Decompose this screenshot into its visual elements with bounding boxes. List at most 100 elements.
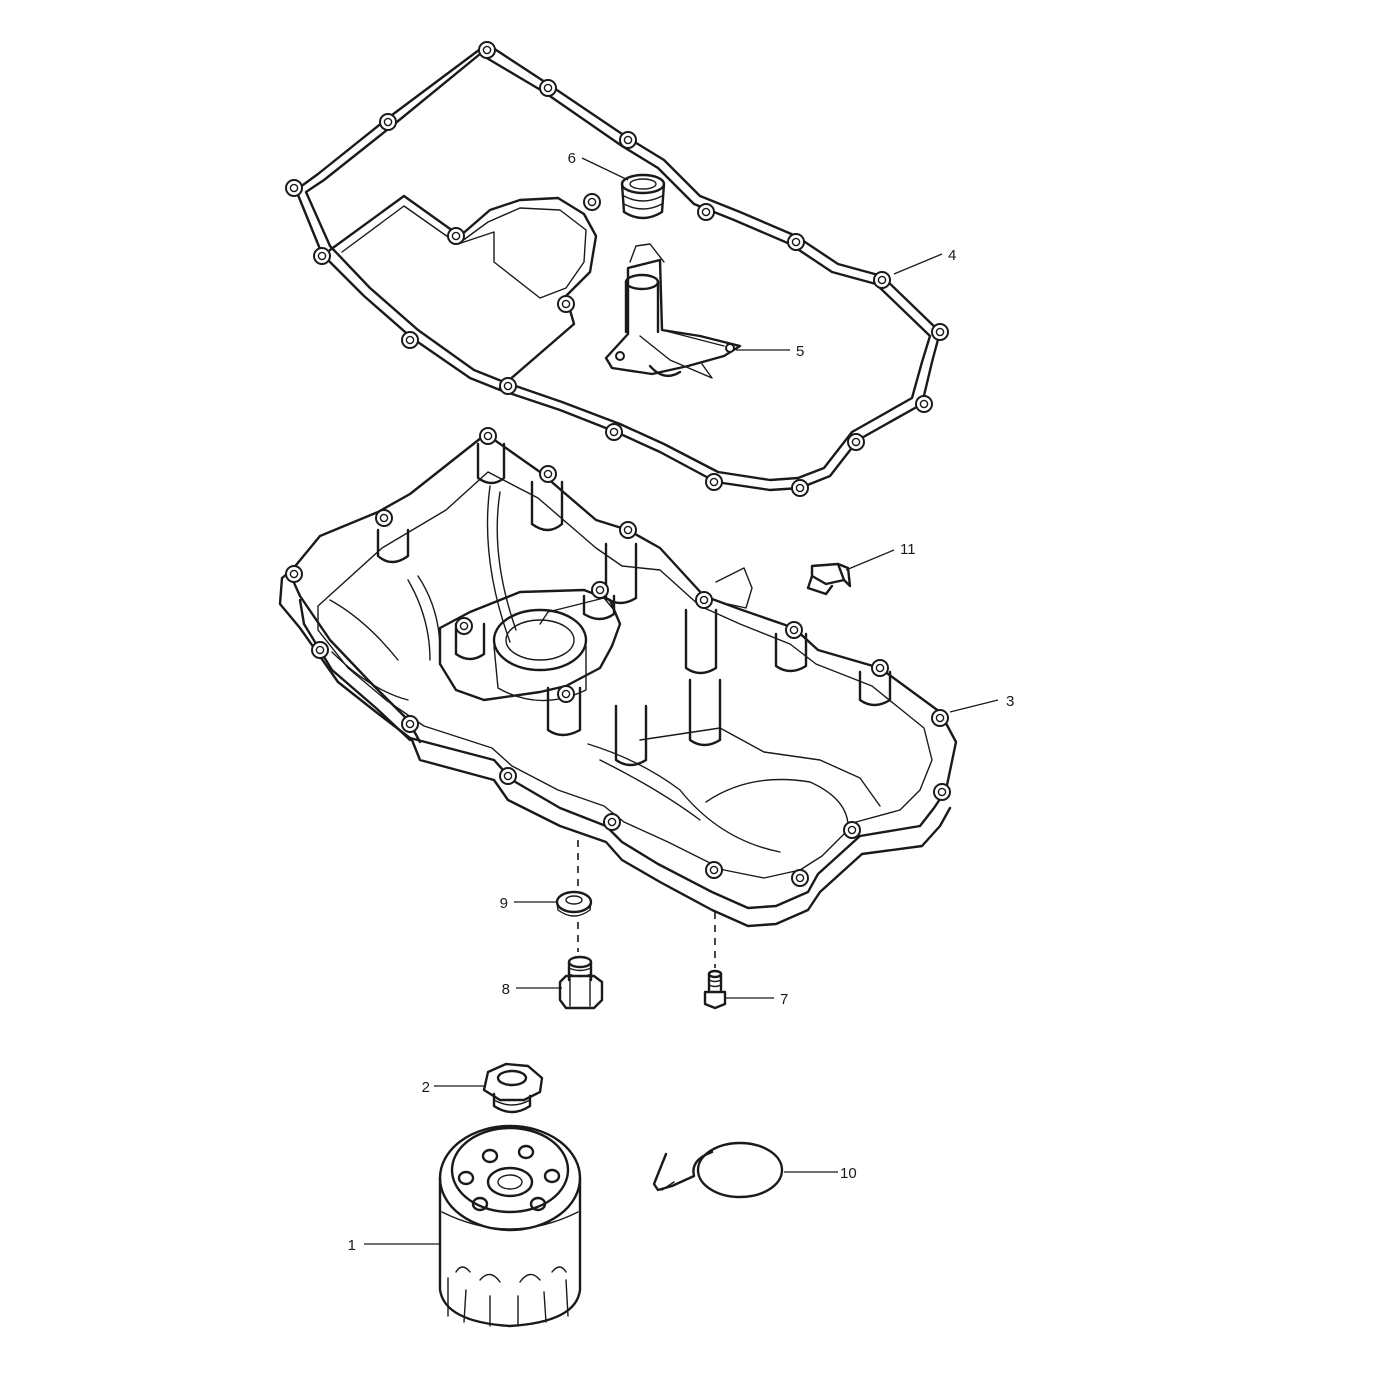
oil-pan-bolt-hole-inner <box>405 719 415 729</box>
callout-9: 9 <box>500 895 508 912</box>
oil-pan-bolt-hole <box>843 821 861 839</box>
gasket-bolt-hole <box>379 113 397 131</box>
oil-pan-bolt-hole-inner <box>937 787 947 797</box>
callout-8: 8 <box>502 981 510 998</box>
drain-plug-washer <box>555 890 593 917</box>
oil-pan-bolt-hole <box>603 813 621 831</box>
oil-pipe-collar <box>620 173 666 220</box>
gasket-bolt-hole-inner <box>919 399 929 409</box>
oil-pan-bolt-hole <box>499 767 517 785</box>
callout-5: 5 <box>796 343 804 360</box>
gasket-bolt-hole <box>619 131 637 149</box>
oil-pan-bolt-hole <box>591 581 609 599</box>
oil-pan-bolt-hole-inner <box>595 585 605 595</box>
oil-pan-bolt-hole <box>311 641 329 659</box>
oil-pan-bolt-hole <box>619 521 637 539</box>
callout-2: 2 <box>422 1079 430 1096</box>
oil-filter-union-bolt <box>482 1062 544 1114</box>
oil-pan-bolt-hole-inner <box>789 625 799 635</box>
callout-labels: 1 2 3 4 5 6 7 8 9 10 11 <box>348 150 1015 1254</box>
oil-pan-bolt-hole-inner <box>795 873 805 883</box>
oil-pan-bolt-holes <box>285 427 951 887</box>
oil-pan-bolt-hole <box>705 861 723 879</box>
wire-clip <box>652 1141 784 1199</box>
gasket-bolt-hole <box>787 233 805 251</box>
oil-pan-bolt-hole-inner <box>699 595 709 605</box>
gasket-bolt-hole <box>705 473 723 491</box>
oil-pan-bosses <box>376 442 892 767</box>
gasket-bolt-holes <box>285 41 949 497</box>
gasket-bolt-hole-inner <box>482 45 492 55</box>
oil-pan-bolt-hole <box>931 709 949 727</box>
callout-6: 6 <box>568 150 576 167</box>
oil-pan-bolt-hole-inner <box>459 621 469 631</box>
oil-pan-bolt-hole-inner <box>483 431 493 441</box>
callout-3: 3 <box>1006 693 1014 710</box>
oil-pan-bolt-hole-inner <box>543 469 553 479</box>
alignment-lines <box>577 840 716 968</box>
oil-pan-bolt-hole <box>375 509 393 527</box>
callout-4: 4 <box>948 247 956 264</box>
gasket-bolt-hole <box>915 395 933 413</box>
oil-pan-bolt-hole-inner <box>315 645 325 655</box>
oil-pan-bolt-hole <box>785 621 803 639</box>
gasket-bolt-hole-inner <box>405 335 415 345</box>
gasket-bolt-hole <box>401 331 419 349</box>
gasket-bolt-hole <box>285 179 303 197</box>
gasket-bolt-hole <box>605 423 623 441</box>
gasket-bolt-hole-inner <box>877 275 887 285</box>
gasket-bolt-hole-inner <box>503 381 513 391</box>
oil-pan-bolt-hole-inner <box>623 525 633 535</box>
gasket-bolt-hole <box>313 247 331 265</box>
gasket-bolt-hole-inner <box>709 477 719 487</box>
oil-pan-bolt-hole <box>557 685 575 703</box>
gasket-bolt-hole <box>499 377 517 395</box>
gasket-bolt-hole-inner <box>609 427 619 437</box>
gasket-bolt-hole <box>697 203 715 221</box>
gasket-bolt-hole-inner <box>561 299 571 309</box>
oil-pan-bolt-hole <box>479 427 497 445</box>
oil-pan-gasket <box>285 41 949 497</box>
gasket-bolt-hole-inner <box>701 207 711 217</box>
oil-pan-bolt-hole <box>285 565 303 583</box>
gasket-bolt-hole-inner <box>935 327 945 337</box>
gasket-bolt-hole-inner <box>289 183 299 193</box>
gasket-bolt-hole-inner <box>587 197 597 207</box>
oil-pan <box>278 427 958 928</box>
gasket-bolt-hole-inner <box>317 251 327 261</box>
leader-lines <box>364 157 999 1245</box>
oil-strainer <box>604 243 742 379</box>
gasket-bolt-hole-inner <box>795 483 805 493</box>
oil-pan-bolt-hole-inner <box>561 689 571 699</box>
gasket-bolt-hole <box>931 323 949 341</box>
callout-1: 1 <box>348 1237 356 1254</box>
gasket-bolt-hole-inner <box>543 83 553 93</box>
gasket-bolt-hole <box>873 271 891 289</box>
gasket-bolt-hole <box>478 41 496 59</box>
oil-pan-bolt-hole-inner <box>709 865 719 875</box>
oil-pan-bolt-hole <box>933 783 951 801</box>
oil-pan-bolt-hole-inner <box>289 569 299 579</box>
oil-pan-bolt-hole-inner <box>935 713 945 723</box>
oil-pan-bolt-hole <box>695 591 713 609</box>
oil-pan-bolt-hole <box>401 715 419 733</box>
gasket-bolt-hole-inner <box>623 135 633 145</box>
callout-11: 11 <box>900 541 916 558</box>
gasket-bolt-hole-inner <box>791 237 801 247</box>
gasket-bolt-hole-inner <box>451 231 461 241</box>
oil-pan-bolt-hole <box>455 617 473 635</box>
oil-pan-bolt-hole-inner <box>875 663 885 673</box>
gasket-bolt-hole <box>847 433 865 451</box>
gasket-bolt-hole-inner <box>851 437 861 447</box>
oil-pan-bolt-hole <box>871 659 889 677</box>
oil-filter <box>438 1124 582 1328</box>
oil-pan-bolt-hole-inner <box>607 817 617 827</box>
oil-pan-bolt-hole-inner <box>847 825 857 835</box>
gasket-bolt-hole <box>791 479 809 497</box>
gasket-bolt-hole-inner <box>383 117 393 127</box>
oil-pan-bolt-hole <box>791 869 809 887</box>
oil-pan-bolt-hole <box>539 465 557 483</box>
oil-pan-bolt-hole-inner <box>503 771 513 781</box>
oil-pan-bolt <box>703 969 727 1010</box>
